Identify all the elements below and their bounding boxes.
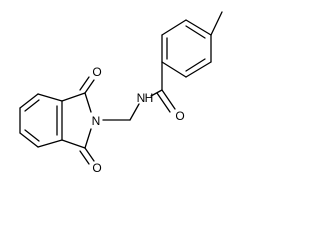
- bond: [185, 61, 212, 78]
- toluoyl-ring: [161, 19, 212, 78]
- imide-carbonyl-bond-second: [79, 150, 90, 165]
- bond: [19, 132, 39, 148]
- imide-carbonyl-bond: [84, 79, 95, 94]
- imide-nitrogen-label: N: [92, 114, 101, 128]
- nh-to-methylene-bond: [129, 103, 140, 121]
- double-bond-inner: [185, 58, 206, 72]
- bond: [84, 92, 92, 113]
- imide-oxygen-bottom-label: O: [92, 161, 101, 175]
- amide-oxygen-label: O: [175, 109, 184, 123]
- chemical-structure: N H O N O O: [19, 11, 223, 175]
- phthalimide: [19, 76, 95, 165]
- bond: [161, 19, 187, 36]
- imide-carbonyl-bond-second: [79, 76, 90, 91]
- bond: [19, 93, 39, 109]
- double-bond-inner: [24, 129, 40, 142]
- imide-carbonyl-bond: [84, 147, 95, 162]
- double-bond-inner: [24, 99, 40, 112]
- bond: [61, 92, 86, 102]
- imide-oxygen-top-label: O: [92, 65, 101, 79]
- carbonyl-to-nh-bond: [150, 89, 163, 97]
- bond: [61, 139, 86, 149]
- amide-nitrogen-label: N: [137, 91, 146, 105]
- bond: [185, 19, 212, 36]
- bond: [37, 93, 63, 102]
- bond: [37, 139, 63, 148]
- bond: [84, 128, 92, 149]
- double-bond-inner: [185, 25, 206, 39]
- bond: [161, 61, 187, 78]
- amide-carbonyl-bond-second: [156, 92, 171, 113]
- methyl-bond: [210, 11, 223, 36]
- amide-carbonyl-bond: [161, 89, 176, 110]
- amide-hydrogen-label: H: [145, 91, 154, 105]
